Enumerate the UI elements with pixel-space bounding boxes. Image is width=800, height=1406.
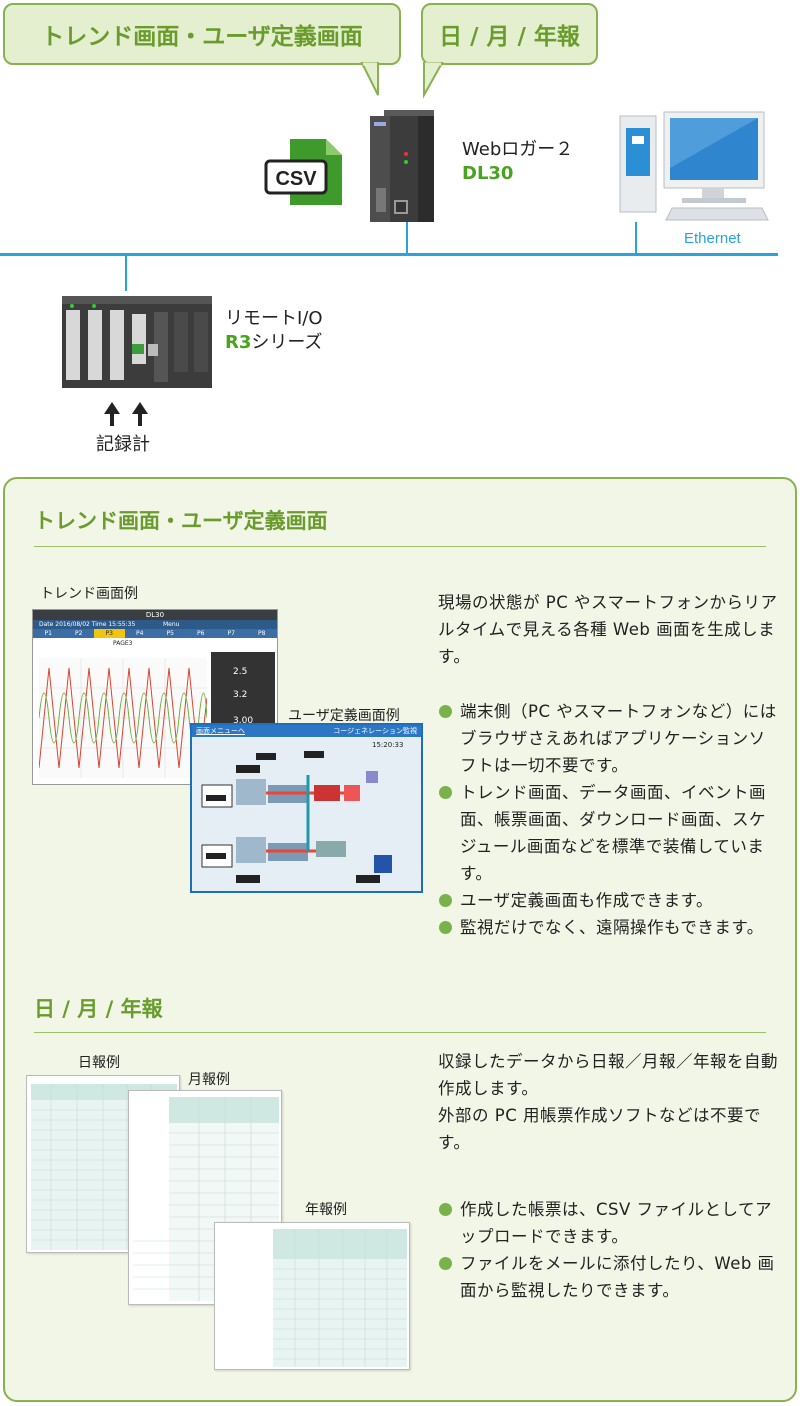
trend-bullet: ユーザ定義画面も作成できます。 — [438, 887, 778, 914]
report-bullet: 作成した帳票は、CSV ファイルとしてアップロードできます。 — [438, 1196, 778, 1250]
remote-io-label-series-text: シリーズ — [251, 332, 323, 353]
trend-intro: 現場の状態が PC やスマートフォンからリアルタイムで見える各種 Web 画面を… — [438, 593, 778, 666]
trend-screen-title: DL30 — [145, 611, 165, 619]
remote-io-device — [62, 296, 212, 388]
dl30-label-line2: DL30 — [462, 163, 514, 184]
trend-tab: P4 — [136, 630, 144, 637]
trend-tab: P2 — [75, 630, 83, 637]
callout-reports: 日 / 月 / 年報 — [421, 3, 598, 65]
trend-tab: P3 — [94, 629, 125, 638]
trend-tab: P6 — [197, 630, 205, 637]
trend-readout: 3.2 — [233, 690, 248, 700]
trend-tab: P7 — [227, 630, 235, 637]
dl30-label-line1: Webロガー２ — [462, 139, 574, 160]
daily-report-caption: 日報例 — [78, 1055, 120, 1071]
remote-io-label-line2: R3シリーズ — [225, 331, 323, 355]
up-arrow-icon — [132, 402, 148, 426]
user-screen-header: 画面メニューへ コージェネレーション監視 — [192, 725, 421, 737]
trend-screen-datetime: Date 2016/08/02 Time 15:55:35 — [39, 621, 136, 628]
remote-io-label-series-code: R3 — [225, 332, 252, 353]
trend-bullet: トレンド画面、データ画面、イベント画面、帳票画面、ダウンロード画面、スケジュール… — [438, 779, 778, 887]
section-trend-divider — [34, 546, 766, 547]
trend-bullet: 監視だけでなく、遠隔操作もできます。 — [438, 914, 778, 941]
callout-reports-tail — [423, 62, 444, 99]
report-bullet: ファイルをメールに添付したり、Web 画面から監視したりできます。 — [438, 1250, 778, 1304]
yearly-report-sheet — [214, 1222, 410, 1370]
ethernet-line — [0, 253, 778, 256]
logger-drop-line — [406, 220, 408, 254]
user-screen-title: コージェネレーション監視 — [333, 727, 417, 735]
recorder-label: 記録計 — [96, 434, 150, 455]
pc-drop-line — [635, 222, 637, 254]
up-arrow-icon — [104, 402, 120, 426]
pc-computer-icon — [619, 111, 769, 221]
trend-tab: P8 — [258, 630, 266, 637]
yearly-report-table — [273, 1229, 407, 1367]
trend-tab: P1 — [44, 630, 52, 637]
trend-series-green — [39, 692, 207, 744]
yearly-report-caption: 年報例 — [305, 1202, 347, 1218]
csv-icon-text: CSV — [275, 168, 317, 190]
trend-series-red — [39, 667, 207, 769]
trend-tab: P5 — [166, 630, 174, 637]
section-report-title: 日 / 月 / 年報 — [34, 997, 163, 1021]
section-trend-title: トレンド画面・ユーザ定義画面 — [34, 509, 328, 533]
report-intro-line: 収録したデータから日報／月報／年報を自動作成します。 — [438, 1052, 778, 1098]
dl30-logger-device — [370, 110, 434, 222]
trend-bullet: 端末側（PC やスマートフォンなど）にはブラウザさえあればアプリケーションソフト… — [438, 698, 778, 779]
callout-trend-user-tail — [360, 62, 379, 96]
csv-file-icon: CSV — [264, 139, 342, 205]
callout-trend-user-label: トレンド画面・ユーザ定義画面 — [41, 24, 363, 50]
trend-readout: 3.00 — [233, 716, 254, 726]
callout-reports-label: 日 / 月 / 年報 — [439, 24, 580, 50]
trend-readout: 2.5 — [233, 667, 248, 677]
remote-io-label: リモートI/O R3シリーズ — [225, 307, 323, 355]
trend-screen-menu: Menu — [163, 621, 180, 628]
report-intro-line: 外部の PC 用帳票作成ソフトなどは不要です。 — [438, 1106, 761, 1152]
section-report-divider — [34, 1032, 766, 1033]
user-screen-time: 15:20:33 — [372, 741, 404, 749]
callout-tails — [360, 62, 444, 99]
trend-screen-statusbar: Date 2016/08/02 Time 15:55:35 Menu — [33, 620, 277, 629]
trend-screen-caption: トレンド画面例 — [40, 586, 138, 602]
trend-waveform-plot — [39, 658, 207, 778]
report-description: 収録したデータから日報／月報／年報を自動作成します。 外部の PC 用帳票作成ソ… — [438, 1048, 778, 1304]
monthly-report-caption: 月報例 — [188, 1072, 230, 1088]
ethernet-label: Ethernet — [684, 230, 741, 247]
trend-screen-page: PAGE3 — [113, 640, 133, 647]
cogeneration-plant-diagram — [201, 751, 392, 883]
user-screen-menu-link: 画面メニューへ — [196, 727, 245, 735]
trend-screen-titlebar: DL30 — [33, 610, 277, 620]
trend-screen-example: DL30 Date 2016/08/02 Time 15:55:35 Menu … — [32, 609, 278, 785]
user-defined-screen-example: 画面メニューへ コージェネレーション監視 15:20:33 — [190, 723, 423, 893]
trend-description: 現場の状態が PC やスマートフォンからリアルタイムで見える各種 Web 画面を… — [438, 589, 778, 941]
user-screen-caption: ユーザ定義画面例 — [288, 708, 400, 724]
callout-trend-user: トレンド画面・ユーザ定義画面 — [3, 3, 401, 65]
dl30-label: Webロガー２ DL30 — [462, 138, 573, 186]
remote-io-label-line1: リモートI/O — [225, 308, 323, 329]
remote-drop-line — [125, 255, 127, 291]
trend-screen-tabbar: P1 P2 P3 P4 P5 P6 P7 P8 — [33, 629, 277, 638]
recorder-arrows — [104, 402, 148, 426]
